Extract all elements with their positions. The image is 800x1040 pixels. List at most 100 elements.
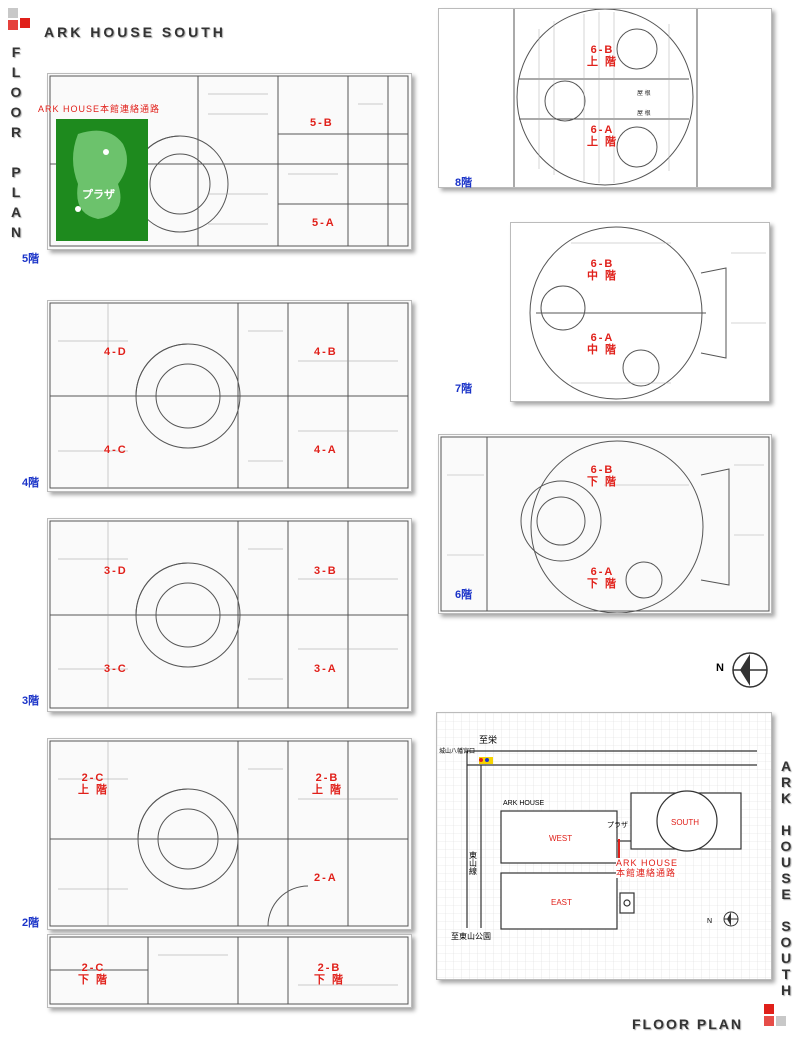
right-vertical-letter: H	[780, 822, 792, 838]
right-vertical-letter: U	[780, 950, 792, 966]
right-vertical-letter: H	[780, 982, 792, 998]
footer-square-red-2	[764, 1016, 774, 1026]
side-title-letter: O	[10, 84, 22, 100]
side-title-letter: L	[11, 64, 21, 80]
north-label: N	[716, 662, 724, 674]
unit-3-b[interactable]: 3-B	[314, 565, 338, 577]
roof-note-2: 屋 根	[637, 109, 651, 117]
floor-2-lower-plan	[47, 934, 412, 1008]
right-vertical-letter: E	[781, 886, 791, 902]
header-square-red-2	[8, 20, 18, 30]
right-vertical-letter: K	[780, 790, 792, 806]
floor-7-plan	[510, 222, 770, 402]
floor-7-drawing	[529, 226, 766, 400]
page-title: ARK HOUSE SOUTH	[44, 24, 226, 40]
site-east: EAST	[551, 898, 572, 907]
right-vertical-letter: R	[780, 774, 792, 790]
side-title-letter: R	[10, 124, 22, 140]
floor-3-drawing	[49, 520, 409, 709]
right-vertical-letter	[776, 902, 796, 918]
site-ark-house: ARK HOUSE	[503, 800, 545, 807]
unit-5-b[interactable]: 5-B	[310, 117, 334, 129]
side-title-letter: L	[11, 184, 21, 200]
floor-label-5f: 5階	[22, 253, 40, 265]
plaza-label-5f: プラザ	[82, 189, 115, 201]
floor-4-drawing	[49, 302, 409, 489]
floor-label-4f: 4階	[22, 477, 40, 489]
site-line: 東山線	[469, 850, 478, 875]
unit-4-d[interactable]: 4-D	[104, 346, 128, 358]
footer-square-gray	[776, 1016, 786, 1026]
right-vertical-letter: O	[780, 934, 792, 950]
floor-6-drawing	[440, 436, 770, 613]
unit-2-a[interactable]: 2-A	[314, 872, 338, 884]
floor-8-drawing: 屋 根 屋 根	[513, 9, 698, 187]
side-title-letter: N	[10, 224, 22, 240]
header-square-red	[20, 18, 30, 28]
right-vertical-letter: S	[781, 918, 791, 934]
site-station: 城山八幡宮口	[439, 747, 475, 755]
unit-4-c[interactable]: 4-C	[104, 444, 128, 456]
floor-2-drawing	[49, 740, 409, 927]
unit-5-a[interactable]: 5-A	[312, 217, 336, 229]
site-to-bottom: 至東山公園	[451, 931, 491, 941]
floor-8-plan: 屋 根 屋 根	[438, 8, 772, 188]
side-title-letter: O	[10, 104, 22, 120]
site-west: WEST	[549, 834, 572, 843]
floor-6-plan	[438, 434, 772, 614]
site-plaza: プラザ	[607, 821, 628, 829]
unit-3-d[interactable]: 3-D	[104, 565, 128, 577]
site-map-drawing: 至栄 城山八幡宮口 ARK HOUSE WEST EAST プラザ SOUTH …	[437, 713, 771, 979]
roof-note-1: 屋 根	[637, 89, 651, 97]
site-north-icon	[723, 911, 739, 927]
right-vertical-letter	[776, 806, 796, 822]
unit-4-b[interactable]: 4-B	[314, 346, 338, 358]
site-to-top: 至栄	[479, 734, 497, 745]
side-title-letter	[6, 142, 26, 162]
north-arrow-icon	[732, 652, 768, 688]
right-vertical-letter: U	[780, 854, 792, 870]
side-title-letter: F	[11, 44, 21, 60]
floor-label-6f: 6階	[455, 589, 473, 601]
right-vertical-letter: T	[781, 966, 791, 982]
floor-5-plan	[47, 73, 412, 250]
site-map: 至栄 城山八幡宮口 ARK HOUSE WEST EAST プラザ SOUTH …	[436, 712, 772, 980]
side-title-letter: P	[11, 164, 21, 180]
floor-label-8f: 8階	[455, 177, 473, 189]
floor-2-plan	[47, 738, 412, 930]
floor-2-lower-drawing	[49, 936, 409, 1005]
floor-label-3f: 3階	[22, 695, 40, 707]
floor-4-plan	[47, 300, 412, 492]
site-passage-line: 本館連絡通路	[616, 868, 677, 878]
unit-3-c[interactable]: 3-C	[104, 663, 128, 675]
floor-5-drawing	[49, 75, 409, 247]
site-north-label: N	[707, 918, 712, 925]
floor-label-2f: 2階	[22, 917, 40, 929]
right-vertical-letter: O	[780, 838, 792, 854]
right-vertical-letter: A	[780, 758, 792, 774]
passage-label-5f: ARK HOUSE本館連絡通路	[38, 104, 161, 114]
floor-3-plan	[47, 518, 412, 712]
footer-square-red	[764, 1004, 774, 1014]
unit-4-a[interactable]: 4-A	[314, 444, 338, 456]
header-square-gray	[8, 8, 18, 18]
unit-3-a[interactable]: 3-A	[314, 663, 338, 675]
footer-title: FLOOR PLAN	[632, 1016, 743, 1032]
side-title-letter: A	[10, 204, 22, 220]
floor-label-7f: 7階	[455, 383, 473, 395]
site-south: SOUTH	[671, 818, 699, 827]
site-passage-line: ARK HOUSE	[616, 858, 679, 868]
